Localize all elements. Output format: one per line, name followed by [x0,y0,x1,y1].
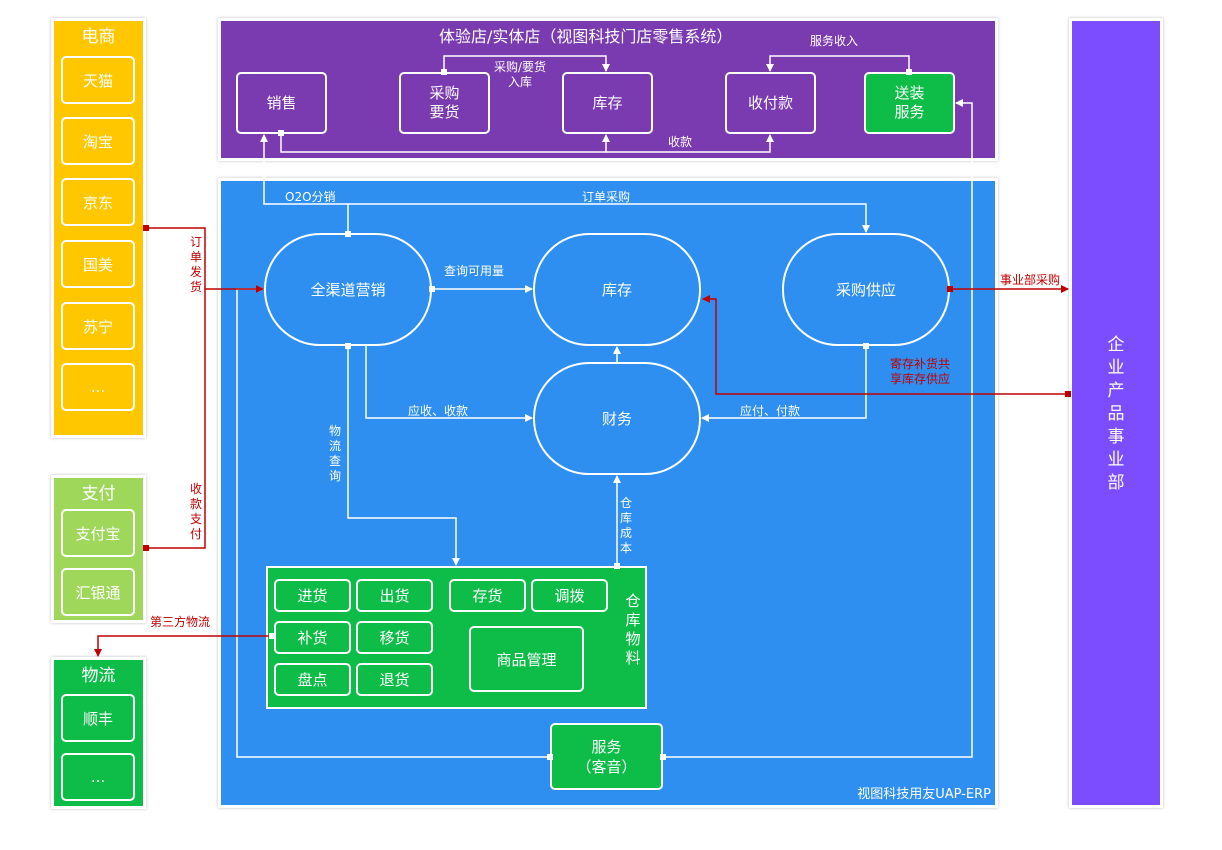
label-consignment: 寄存补货共 享库存供应 [890,357,950,387]
logistics-item-sf[interactable]: 顺丰 [61,694,135,742]
logistics-title: 物流 [81,666,116,686]
payment-item-yinhuitong[interactable]: 汇银通 [61,568,135,616]
label-collection: 收款 [668,135,693,149]
label-warehouse-cost: 仓库成本 [619,496,632,555]
enterprise-title: 企业产品事业部 [1107,335,1125,493]
store-title: 体验店/实体店（视图科技门店零售系统） [439,27,733,46]
erp-node-omni-channel[interactable]: 全渠道营销 [264,233,432,346]
erp-node-finance[interactable]: 财务 [533,362,701,475]
warehouse-btn-goods-mgmt[interactable]: 商品管理 [469,626,584,692]
store-purchase-box[interactable]: 采购 要货 [399,72,490,134]
ecommerce-item-more[interactable]: ... [61,363,135,411]
label-order-ship: 订单发货 [189,235,202,294]
logistics-item-more[interactable]: ... [61,753,135,801]
warehouse-btn-transfer[interactable]: 调拨 [531,579,608,612]
store-delivery-line1: 送装 [894,84,925,102]
label-receivable: 应收、收款 [408,404,469,418]
label-order-purchase: 订单采购 [582,190,631,204]
warehouse-btn-replenish[interactable]: 补货 [274,621,351,654]
warehouse-btn-stock-out[interactable]: 出货 [356,579,433,612]
ecommerce-title: 电商 [81,27,116,47]
label-o2o: O2O分销 [285,190,336,204]
label-logistics-query: 物流查询 [328,424,341,483]
label-division-purchase: 事业部采购 [1000,273,1061,287]
ecommerce-item-jd[interactable]: 京东 [61,178,135,226]
label-payable: 应付、付款 [740,404,801,418]
warehouse-btn-move[interactable]: 移货 [356,621,433,654]
label-consignment-line2: 享库存供应 [890,372,951,386]
label-service-income: 服务收入 [810,34,859,48]
payment-item-alipay[interactable]: 支付宝 [61,509,135,557]
store-purchase-line2: 要货 [429,103,460,121]
store-inventory-box[interactable]: 库存 [562,72,653,134]
warehouse-btn-count[interactable]: 盘点 [274,663,351,696]
warehouse-title: 仓库物料 [625,592,641,667]
enterprise-panel [1069,18,1163,808]
erp-node-supply[interactable]: 采购供应 [782,233,950,346]
store-purchase-line1: 采购 [429,84,460,102]
erp-service-box[interactable]: 服务 （客音） [550,723,663,790]
erp-service-line2: （客音） [576,757,637,776]
ecommerce-item-tmall[interactable]: 天猫 [61,56,135,104]
ecommerce-item-suning[interactable]: 苏宁 [61,302,135,350]
store-delivery-line2: 服务 [894,103,925,121]
label-purchase-in-line1: 采购/要货 [494,60,547,74]
warehouse-btn-stock-in[interactable]: 进货 [274,579,351,612]
payment-title: 支付 [81,484,116,504]
label-query-available: 查询可用量 [444,264,505,278]
ecommerce-item-gome[interactable]: 国美 [61,240,135,288]
label-third-logistics: 第三方物流 [150,615,211,629]
store-payment-box[interactable]: 收付款 [725,72,816,134]
label-purchase-in: 采购/要货 入库 [494,60,546,90]
ecommerce-item-taobao[interactable]: 淘宝 [61,117,135,165]
erp-node-inventory[interactable]: 库存 [533,233,701,346]
label-consignment-line1: 寄存补货共 [890,357,951,371]
label-purchase-in-line2: 入库 [508,75,533,89]
erp-service-line1: 服务 [591,737,622,756]
label-collect-pay: 收款支付 [189,482,202,541]
erp-footer: 视图科技用友UAP-ERP [857,787,991,802]
warehouse-btn-return[interactable]: 退货 [356,663,433,696]
warehouse-btn-inventory[interactable]: 存货 [449,579,526,612]
store-sales-box[interactable]: 销售 [236,72,327,134]
store-delivery-box[interactable]: 送装 服务 [864,72,955,134]
